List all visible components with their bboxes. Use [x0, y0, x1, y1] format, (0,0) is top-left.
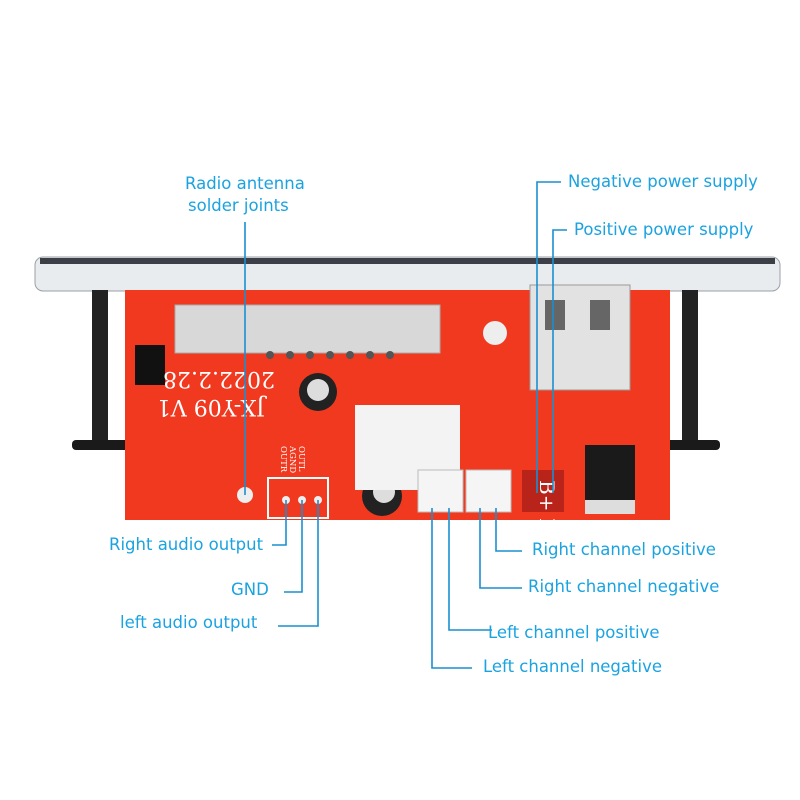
power-label: B+ B-	[535, 480, 559, 540]
ir-receiver	[135, 345, 165, 385]
pin-label-outr: OUTR	[278, 446, 288, 473]
model-text: JX-Y09 V1	[157, 394, 267, 419]
label-left-channel-negative: Left channel negative	[483, 657, 662, 676]
leader-lines	[244, 181, 567, 669]
label-negative-power: Negative power supply	[568, 172, 758, 191]
label-left-audio-output: left audio output	[120, 613, 258, 632]
label-right-audio-output: Right audio output	[109, 535, 264, 554]
label-gnd: GND	[231, 580, 269, 599]
usb-port	[529, 284, 631, 391]
mount-post-left	[92, 290, 108, 445]
label-positive-power: Positive power supply	[574, 220, 754, 239]
label-left-channel-positive: Left channel positive	[488, 623, 660, 642]
mount-post-right	[682, 290, 698, 445]
power-connector	[522, 470, 564, 512]
right-speaker-connector	[465, 469, 512, 513]
label-right-channel-positive: Right channel positive	[532, 540, 716, 559]
left-speaker-connector	[417, 469, 464, 513]
label-radio-antenna-line1: Radio antenna	[185, 174, 305, 193]
regulator	[585, 445, 635, 500]
pin-label-agnd: AGND	[287, 445, 297, 473]
date-text: 2022.2.28	[163, 366, 275, 391]
label-right-channel-negative: Right channel negative	[528, 577, 720, 596]
label-radio-antenna-line2: solder joints	[188, 196, 289, 215]
audio-out-header	[267, 477, 329, 519]
pin-label-outl: OUTL	[296, 446, 306, 472]
